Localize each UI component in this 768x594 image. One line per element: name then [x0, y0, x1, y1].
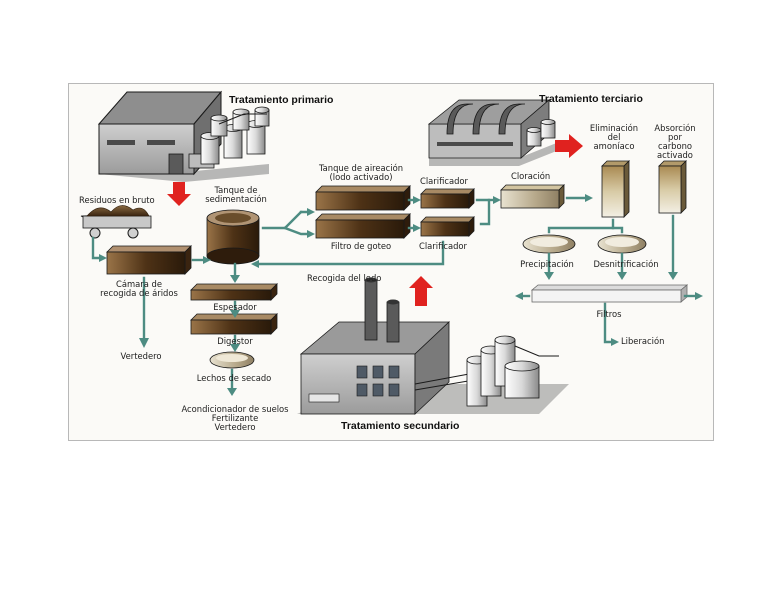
precipitation-basin: [522, 234, 576, 254]
label-aeration-tank: Tanque de aireación (lodo activado): [318, 163, 404, 182]
chlorination-tank: [500, 184, 565, 209]
label-landfill: Vertedero: [120, 351, 162, 361]
label-sedimentation-tank: Tanque de sedimentación: [205, 185, 267, 204]
trickling-filter: [315, 213, 411, 239]
aeration-tank: [315, 185, 411, 211]
label-filters: Filtros: [596, 309, 622, 319]
label-digester: Digestor: [217, 336, 253, 346]
secondary-red-arrow: [409, 276, 433, 306]
label-carbon-absorption: Absorción por carbono activado: [654, 123, 696, 160]
label-denitrification: Desnitrificación: [593, 259, 659, 269]
grit-chamber: [106, 245, 192, 275]
label-trickling-filter: Filtro de goteo: [330, 241, 392, 251]
label-sludge-collection: Recogida del lodo: [307, 273, 382, 283]
label-release: Liberación: [621, 336, 665, 346]
flow-arrows: [91, 196, 699, 392]
clarifier-top: [420, 188, 475, 209]
label-ammonia-removal: Eliminación del amoníaco: [589, 123, 639, 151]
primary-red-arrow: [167, 182, 191, 206]
filters-bar: [530, 284, 689, 303]
label-thickener: Espesador: [213, 302, 257, 312]
ammonia-removal-column: [601, 160, 630, 218]
process-diagram: [80, 90, 703, 415]
label-grit-chamber: Cámara de recogida de áridos: [100, 279, 178, 298]
digester: [190, 313, 278, 335]
secondary-treatment-plant: [297, 277, 569, 415]
flow-arrowheads: [99, 194, 703, 396]
carbon-absorption-column: [658, 160, 687, 214]
label-raw-waste: Residuos en bruto: [79, 195, 155, 205]
raw-waste-cart: [80, 205, 152, 239]
tertiary-red-arrow: [555, 134, 583, 158]
label-precipitation: Precipitación: [520, 259, 574, 269]
sedimentation-tank: [206, 209, 260, 265]
title-secondary: Tratamiento secundario: [341, 420, 460, 432]
title-tertiary: Tratamiento terciario: [539, 93, 643, 105]
clarifier-bottom: [420, 216, 475, 237]
primary-treatment-plant: [97, 90, 270, 182]
label-chlorination: Cloración: [511, 171, 551, 181]
label-clarifier-top: Clarificador: [420, 176, 468, 186]
denitrification-basin: [597, 234, 647, 254]
thickener: [190, 283, 278, 301]
treatment-diagram-panel: Tratamiento primario Tratamiento terciar…: [68, 83, 714, 441]
label-soil-outputs: Acondicionador de suelos Fertilizante Ve…: [181, 404, 289, 432]
drying-beds: [209, 351, 255, 369]
tertiary-treatment-plant: [427, 99, 559, 166]
title-primary: Tratamiento primario: [229, 94, 334, 106]
label-clarifier-bottom: Clarificador: [419, 241, 467, 251]
label-drying-beds: Lechos de secado: [196, 373, 272, 383]
